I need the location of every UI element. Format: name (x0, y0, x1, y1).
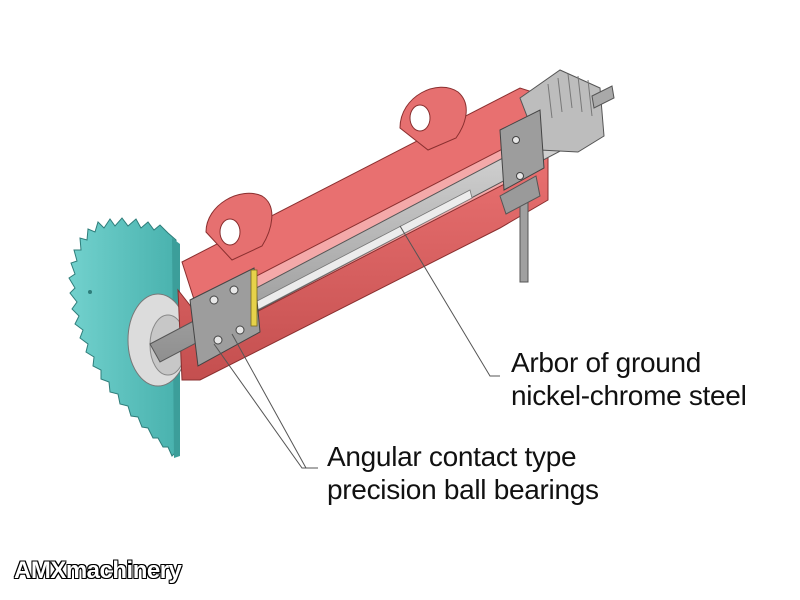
bearing-spacer (250, 269, 258, 327)
arbor-leader (399, 225, 500, 377)
housing-lug-front-hole (219, 218, 241, 246)
rear-shaft-end (591, 85, 615, 109)
bearings-callout-line2: precision ball bearings (327, 474, 599, 505)
front-bearing (189, 267, 261, 367)
bearing-ball (209, 295, 219, 305)
rear-pulley-grooves (547, 73, 593, 119)
bearing-leader-1 (213, 343, 318, 469)
bearing-ball (213, 335, 223, 345)
bearings-callout: Angular contact type precision ball bear… (327, 440, 599, 506)
bearing-assembly (189, 109, 545, 367)
arbor-callout-line1: Arbor of ground (511, 347, 702, 378)
arbor-callout-line2: nickel-chrome steel (511, 380, 747, 411)
housing-lug-rear-hole (409, 104, 431, 132)
arbor-callout: Arbor of ground nickel-chrome steel (511, 346, 747, 412)
bearing-ball (235, 325, 245, 335)
bearing-leader-2 (231, 333, 307, 469)
adjuster-bracket (499, 175, 541, 215)
rear-bearing (499, 109, 545, 191)
blade-hole (88, 290, 92, 294)
bearing-ball (512, 136, 520, 144)
brand-watermark: AMXmachinery (14, 557, 182, 584)
bearing-ball (229, 285, 239, 295)
bearings-callout-line1: Angular contact type (327, 441, 577, 472)
saw-blade-disc (68, 217, 177, 457)
housing-lug-rear (399, 86, 467, 151)
leader-lines (213, 225, 500, 469)
bearing-ball (516, 172, 524, 180)
